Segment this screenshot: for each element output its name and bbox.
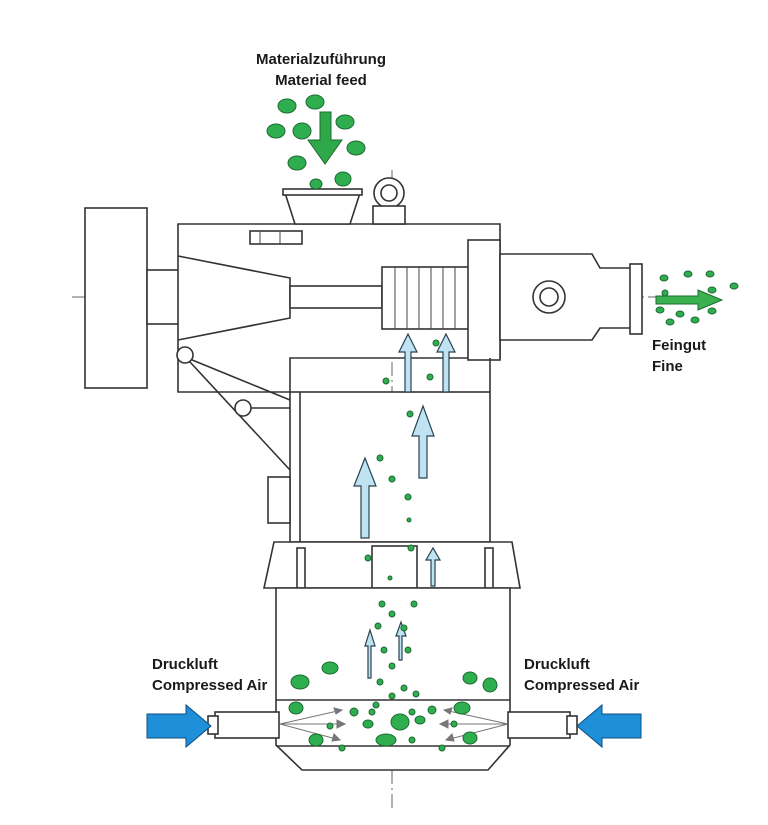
flange	[467, 239, 501, 361]
particle	[406, 517, 412, 523]
drive-pulley	[84, 207, 148, 389]
outlet-housing	[499, 253, 637, 341]
particle	[408, 736, 416, 744]
particle	[305, 94, 325, 110]
particle	[410, 600, 418, 608]
hinge	[176, 346, 194, 364]
updraft-arrows	[353, 332, 456, 679]
particle	[665, 318, 675, 326]
particle	[374, 622, 382, 630]
air-right-label-en: Compressed Air	[524, 677, 640, 694]
particle	[462, 671, 478, 685]
particle	[404, 493, 412, 501]
particle	[378, 600, 386, 608]
particles	[266, 94, 739, 752]
particle	[277, 98, 297, 114]
shaft	[289, 285, 383, 309]
particle	[400, 624, 408, 632]
particle	[426, 373, 434, 381]
top-bolt	[249, 230, 303, 245]
drive-shaft-housing	[146, 269, 181, 325]
particle	[683, 270, 693, 278]
particle	[390, 713, 410, 731]
particle	[675, 310, 685, 318]
left-nozzle	[214, 711, 280, 739]
particle	[288, 701, 304, 715]
particle	[450, 720, 458, 728]
particle	[290, 674, 310, 690]
particle	[380, 646, 388, 654]
particle	[388, 610, 396, 618]
particle	[382, 377, 390, 385]
particle	[407, 544, 415, 552]
lifting-eye	[373, 177, 405, 209]
particle	[707, 286, 717, 294]
air-arrow-left	[146, 703, 212, 749]
jet-streams	[279, 707, 509, 742]
particle	[362, 719, 374, 729]
particle	[376, 454, 384, 462]
hinge-lower	[234, 399, 252, 417]
particle	[321, 661, 339, 675]
particle	[376, 678, 384, 686]
particle	[372, 701, 380, 709]
particle	[335, 114, 355, 130]
particle	[408, 708, 416, 716]
particle	[364, 554, 372, 562]
feed-arrow	[307, 111, 343, 165]
particle	[287, 155, 307, 171]
feed-hopper	[283, 192, 362, 225]
particle	[705, 270, 715, 278]
particle	[659, 274, 669, 282]
particle	[309, 178, 323, 190]
fine-output-arrow	[655, 289, 724, 311]
particle	[462, 731, 478, 745]
air-arrow-right	[576, 703, 642, 749]
side-latch	[267, 476, 291, 524]
air-right-label-de: Druckluft	[524, 656, 590, 673]
outlet-port	[532, 280, 566, 314]
particle	[266, 123, 286, 139]
fine-label-en: Fine	[652, 358, 683, 375]
particle	[661, 289, 669, 297]
feed-label-de: Materialzuführung	[256, 51, 386, 68]
particle	[414, 715, 426, 725]
particle	[388, 475, 396, 483]
classifier-section	[289, 391, 491, 543]
particle	[388, 692, 396, 700]
particle	[655, 306, 665, 314]
air-left-label-en: Compressed Air	[152, 677, 268, 694]
particle	[375, 733, 397, 747]
particle	[338, 744, 346, 752]
particle	[432, 339, 440, 347]
right-nozzle	[507, 711, 571, 739]
particle	[690, 316, 700, 324]
particle	[427, 705, 437, 715]
particle	[438, 744, 446, 752]
particle	[400, 684, 408, 692]
particle	[406, 410, 414, 418]
particle	[707, 307, 717, 315]
particle	[292, 122, 312, 140]
fine-label-de: Feingut	[652, 337, 707, 354]
particle	[387, 575, 393, 581]
particle	[368, 708, 376, 716]
particle	[729, 282, 739, 290]
feed-label-en: Material feed	[275, 72, 367, 89]
particle	[388, 662, 396, 670]
particle	[482, 677, 498, 693]
particle	[326, 722, 334, 730]
particle	[308, 733, 324, 747]
particle	[349, 707, 359, 717]
particle	[453, 701, 471, 715]
particle	[334, 171, 352, 187]
particle	[412, 690, 420, 698]
particle	[346, 140, 366, 156]
air-left-label-de: Druckluft	[152, 656, 218, 673]
particle	[404, 646, 412, 654]
